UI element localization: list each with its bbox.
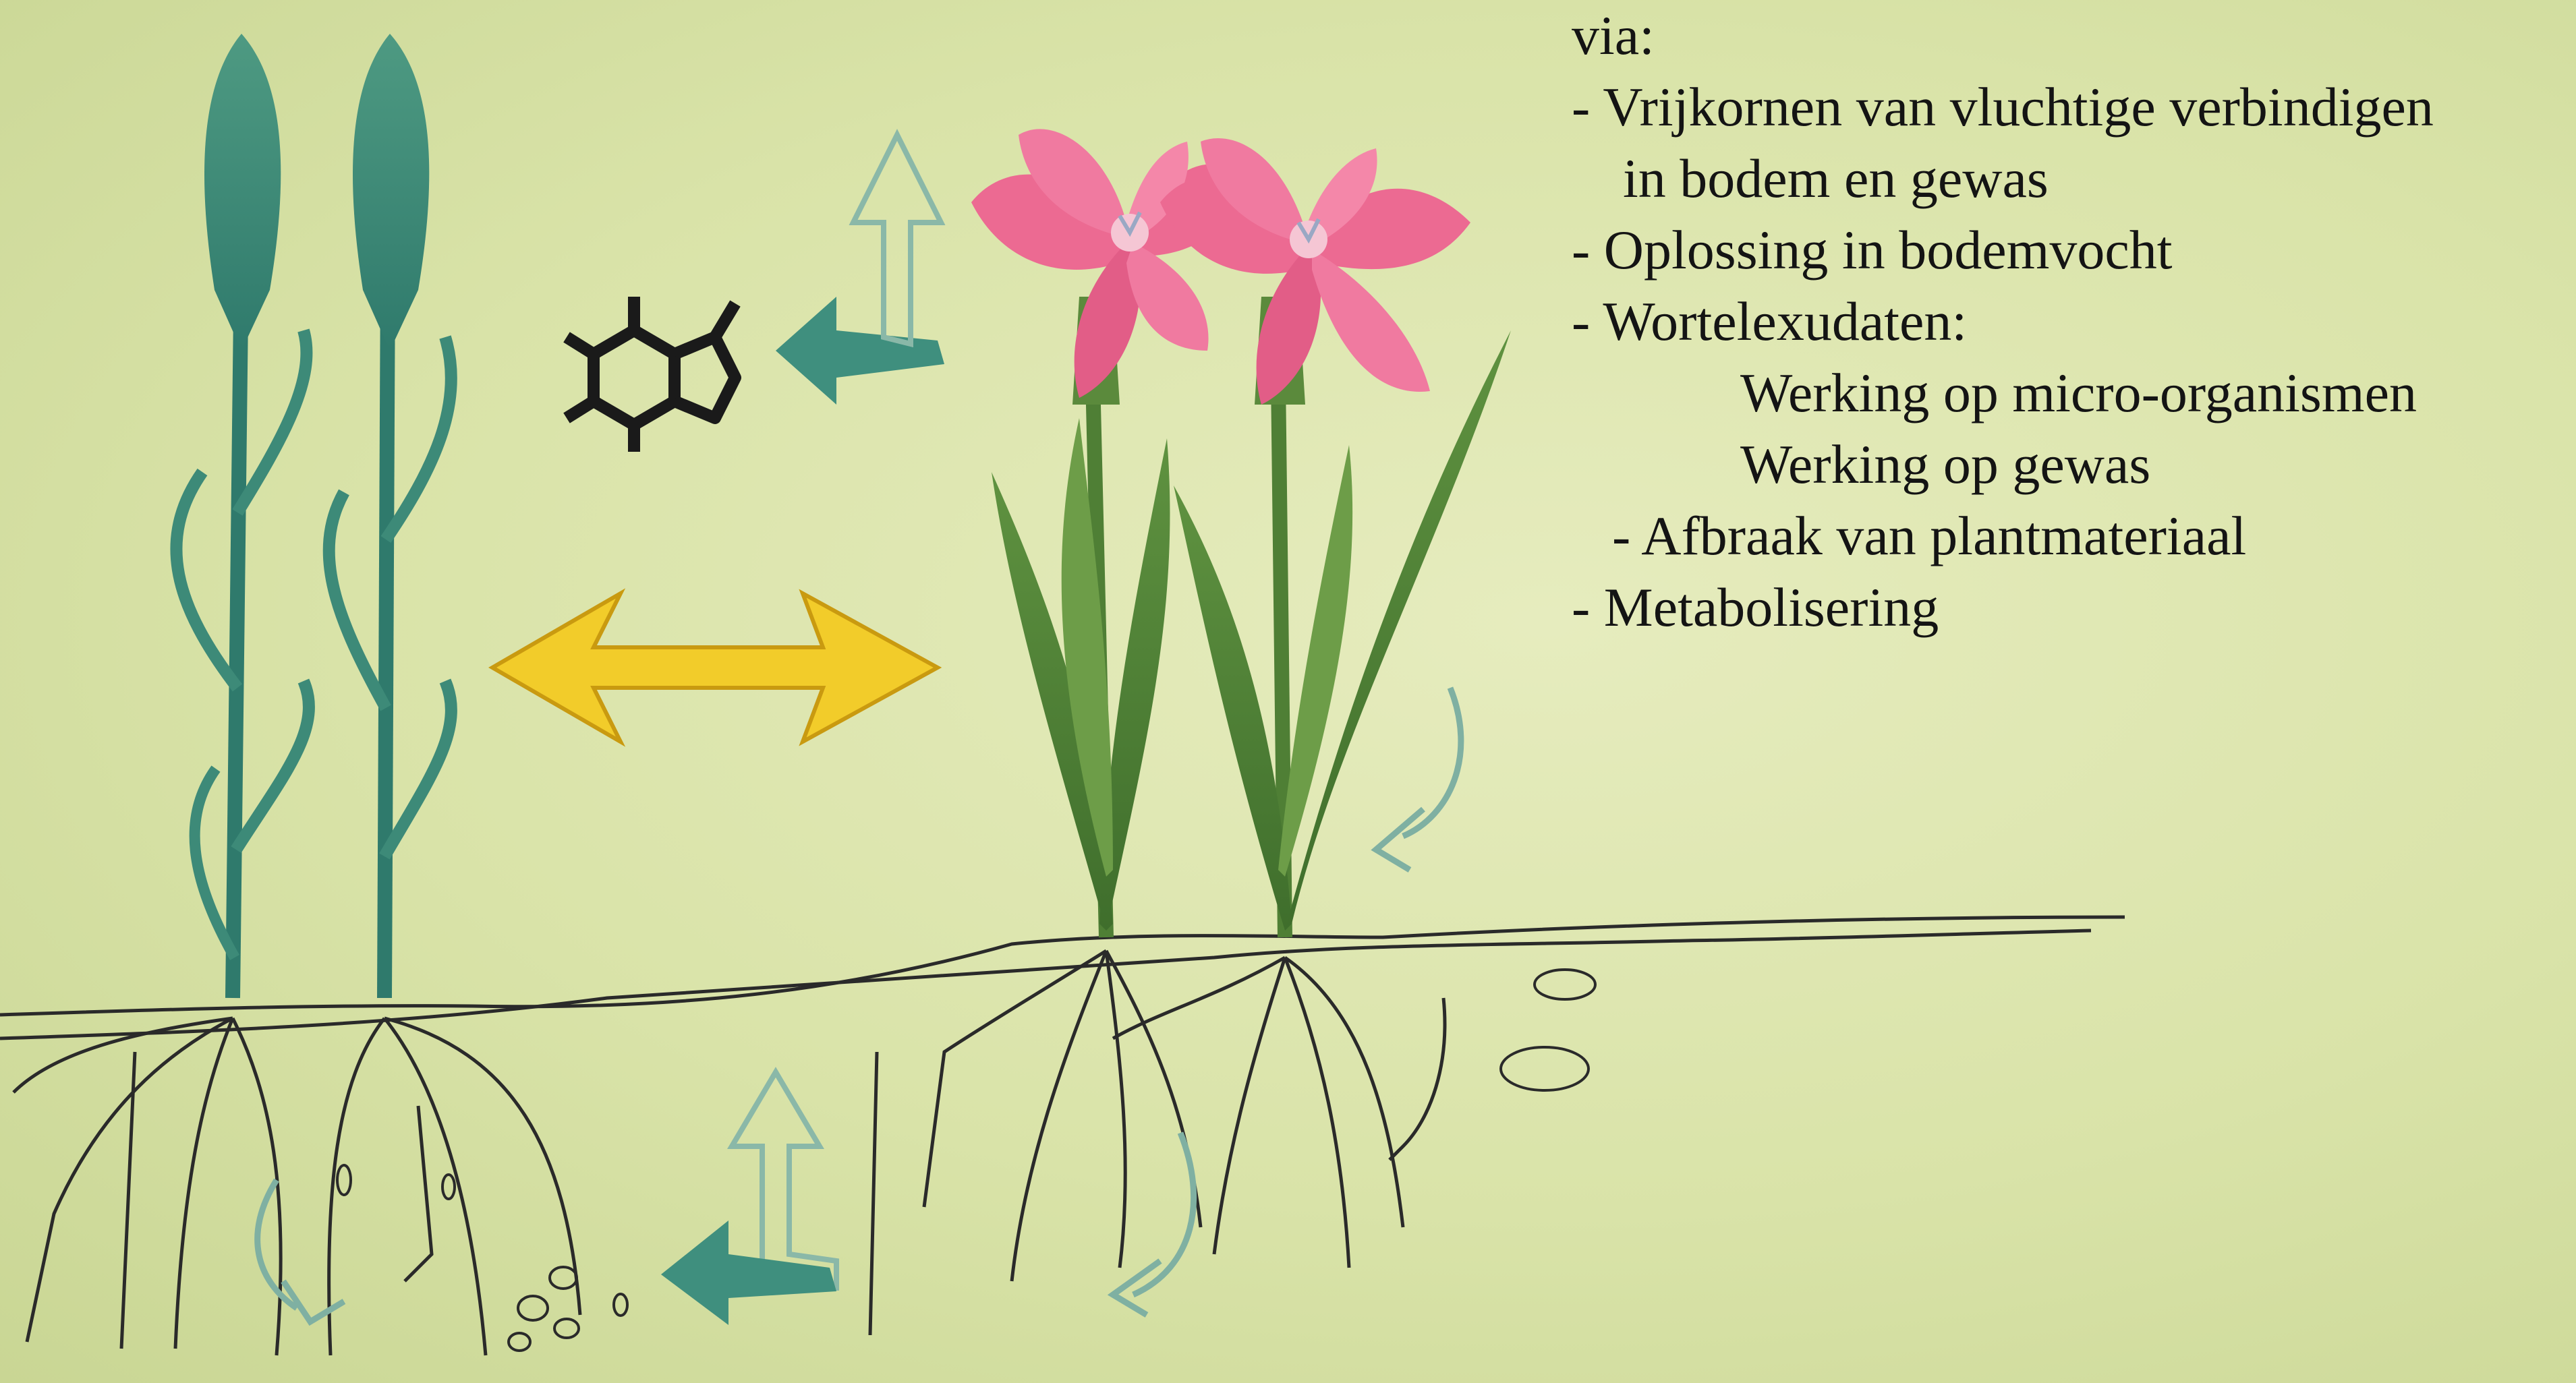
mechanism-list: via: - Vrijkornen van vluchtige verbindi… (1572, 0, 2570, 643)
list-item: - Wortelexudaten: (1572, 286, 2570, 357)
list-item: - Oplossing in bodemvocht (1572, 214, 2570, 286)
list-subitem: Werking op micro-organismen (1572, 357, 2570, 429)
carnation-leaf (1278, 445, 1352, 877)
cereal-leaf (329, 492, 386, 708)
chemical-structure-icon (567, 297, 735, 452)
cereal-ear-icon (353, 34, 429, 351)
interaction-double-arrow-icon (492, 593, 938, 742)
list-subitem: Werking op gewas (1572, 429, 2570, 500)
cereal-stem (233, 256, 241, 998)
cereal-leaf (384, 681, 451, 856)
cereal-plant-right (329, 34, 451, 998)
cereal-stem (384, 270, 388, 998)
list-intro: via: (1572, 0, 2570, 71)
uptake-arrow-icon (661, 1072, 836, 1325)
list-item: - Afbraak van plantmateriaal (1572, 500, 2570, 572)
cereal-ear-icon (204, 34, 281, 351)
cereal-leaf (386, 337, 451, 539)
list-item: - Metabolisering (1572, 572, 2570, 643)
release-arrow-icon (776, 135, 944, 405)
list-item: - Vrijkornen van vluchtige verbindigen (1572, 71, 2570, 143)
carnation-flower-right (1160, 138, 1470, 405)
list-item-continuation: in bodem en gewas (1572, 143, 2570, 214)
cereal-leaf (236, 681, 309, 850)
cereal-leaf (237, 330, 306, 512)
cereal-plant-left (176, 34, 308, 998)
carnation-flower-left (971, 129, 1248, 398)
exudate-particles (337, 970, 1595, 1351)
carnation-plant-right (1174, 297, 1511, 937)
cereal-leaf (176, 472, 237, 688)
